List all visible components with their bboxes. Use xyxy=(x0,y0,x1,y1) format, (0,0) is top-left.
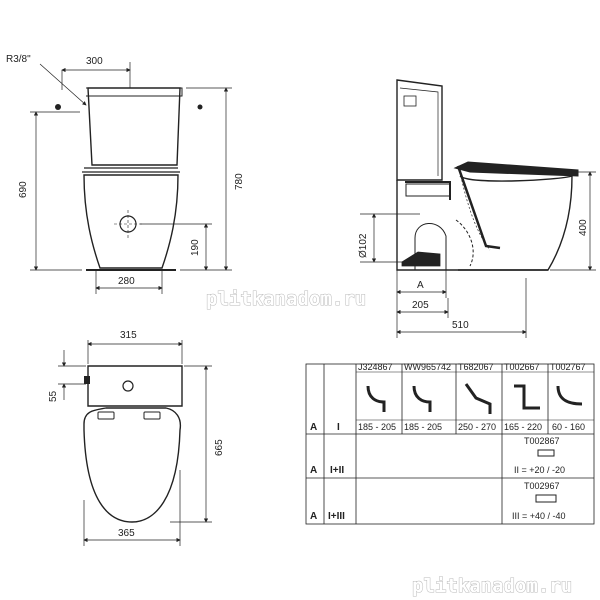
dim-780: 780 xyxy=(234,173,245,190)
row3-note: III = +40 / -40 xyxy=(512,511,566,521)
dim-315: 315 xyxy=(120,330,137,341)
row3-code: T002967 xyxy=(524,481,560,491)
dim-400: 400 xyxy=(578,219,589,236)
side-bowl xyxy=(458,175,573,271)
dim-102: Ø102 xyxy=(358,233,369,258)
top-cistern xyxy=(87,365,183,407)
watermark-center: plitkanadom.ru xyxy=(206,288,366,310)
top-dims xyxy=(58,340,212,546)
dim-thread: R3/8" xyxy=(6,54,31,65)
adapter-table xyxy=(305,363,595,525)
range-4: 60 - 160 xyxy=(552,422,585,432)
side-dims xyxy=(360,171,596,338)
code-0: J324867 xyxy=(358,362,393,372)
row1-col-a: A xyxy=(310,422,317,433)
range-0: 185 - 205 xyxy=(358,422,396,432)
range-3: 165 - 220 xyxy=(504,422,542,432)
dim-190: 190 xyxy=(190,239,201,256)
side-trap xyxy=(414,223,447,270)
range-1: 185 - 205 xyxy=(404,422,442,432)
row3-col-a: A xyxy=(310,511,317,522)
row3-col-b: I+III xyxy=(328,511,345,522)
side-seat xyxy=(453,161,579,177)
front-view xyxy=(55,87,203,271)
cistern-outline xyxy=(87,87,181,166)
dim-690: 690 xyxy=(18,181,29,198)
front-dims xyxy=(30,62,232,294)
dim-a: A xyxy=(417,280,424,291)
inlet-circle xyxy=(119,215,137,233)
side-cistern xyxy=(396,79,443,181)
top-view xyxy=(83,365,183,523)
dim-205: 205 xyxy=(412,300,429,311)
bowl-outline xyxy=(83,174,179,269)
dim-280: 280 xyxy=(118,276,135,287)
code-4: T002767 xyxy=(550,362,586,372)
top-seat xyxy=(83,407,182,523)
dim-665: 665 xyxy=(214,439,225,456)
watermark-bottom: plitkanadom.ru xyxy=(412,575,572,597)
row2-note: II = +20 / -20 xyxy=(514,465,565,475)
dim-365: 365 xyxy=(118,528,135,539)
row2-code: T002867 xyxy=(524,436,560,446)
side-view xyxy=(396,79,579,271)
dim-300: 300 xyxy=(86,56,103,67)
code-2: T682067 xyxy=(458,362,494,372)
dim-55: 55 xyxy=(48,390,59,402)
row2-col-b: I+II xyxy=(330,465,344,476)
row2-col-a: A xyxy=(310,465,317,476)
dim-510: 510 xyxy=(452,320,469,331)
range-2: 250 - 270 xyxy=(458,422,496,432)
code-3: T002667 xyxy=(504,362,540,372)
code-1: WW965742 xyxy=(404,362,451,372)
row1-col-b: I xyxy=(337,422,340,433)
